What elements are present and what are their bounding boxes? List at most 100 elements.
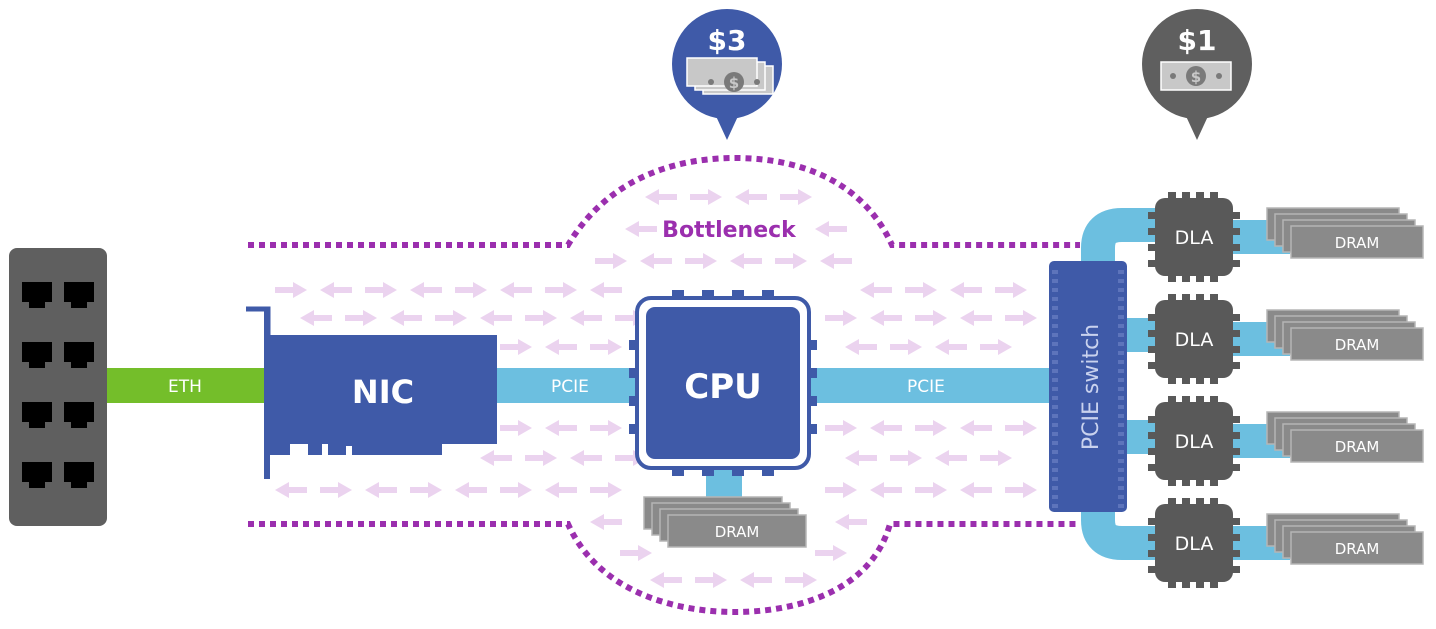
dla-pin [1148,448,1156,455]
arrow-left-icon [455,482,487,498]
cpu-pin [807,396,817,406]
arrow-right-icon [1005,482,1037,498]
arrow-left-icon [390,310,422,326]
arrow-right-icon [825,420,857,436]
switch-pin [1118,315,1124,319]
arrow-right-icon [915,482,947,498]
switch-pin [1118,351,1124,355]
pcie-switch: PCIE switch [1049,261,1127,512]
switch-pin [1118,378,1124,382]
arrow-right-icon [825,310,857,326]
switch-pin [1052,315,1058,319]
arrow-left-icon [860,282,892,298]
cpu-pin [807,368,817,378]
switch-pin [1052,423,1058,427]
switch-pin [1052,441,1058,445]
arrow-right-icon [365,282,397,298]
dla-pin [1148,228,1156,235]
switch-pin [1118,360,1124,364]
dla-pin [1196,192,1204,200]
switch-pin [1052,468,1058,472]
switch-pin [1052,414,1058,418]
cpu-pin [732,290,744,300]
cpu-chip: CPU [629,290,817,476]
dla-dram-stack: DRAM [1266,309,1424,361]
switch-pin [1118,342,1124,346]
arrow-left-icon [740,572,772,588]
arrow-right-icon [685,253,717,269]
dla-pin [1232,464,1240,471]
arrow-right-icon [980,450,1012,466]
rj45-port-icon [64,402,94,428]
arrow-left-icon [545,339,577,355]
switch-pin [1118,405,1124,409]
dla-pin [1232,260,1240,267]
rj45-port-icon [22,402,52,428]
switch-pin [1118,423,1124,427]
arrow-right-icon [435,310,467,326]
cost-badge: $3$ [672,9,782,140]
arrow-left-icon [870,420,902,436]
arrow-left-icon [870,482,902,498]
dram-label: DRAM [1335,336,1380,354]
arrow-right-icon [995,282,1027,298]
arrow-left-icon [950,282,982,298]
switch-pin [1118,396,1124,400]
dram-module [1290,531,1424,565]
switch-pin [1052,504,1058,508]
dla-pin [1148,518,1156,525]
dla-chip [1155,504,1233,582]
switch-pin [1052,360,1058,364]
eth-link: ETH [107,368,267,403]
dla-pin [1148,260,1156,267]
dla-pin [1168,580,1176,588]
rj45-port-icon [64,282,94,308]
dla-pin [1232,212,1240,219]
dla-pin [1232,518,1240,525]
switch-pin [1052,279,1058,283]
switch-pin [1052,378,1058,382]
dla-pin [1232,244,1240,251]
dla-pin [1148,362,1156,369]
dla-pin [1232,330,1240,337]
arrow-left-icon [845,450,877,466]
pcie-link-nic-cpu-label: PCIE [551,377,589,397]
dla-pin [1196,580,1204,588]
arrow-left-icon [820,253,852,269]
svg-text:$: $ [729,74,739,92]
arrow-left-icon [835,514,867,530]
switch-pin [1118,504,1124,508]
switch-pin [1118,450,1124,454]
dla-pin [1210,294,1218,302]
switch-pin [1118,270,1124,274]
arrow-left-icon [545,420,577,436]
cpu-pin [629,424,639,434]
switch-pin [1052,459,1058,463]
cpu-pin [629,368,639,378]
arrow-right-icon [915,310,947,326]
rj45-port-icon [64,462,94,488]
arrow-left-icon [320,282,352,298]
switch-pin [1052,351,1058,355]
bottleneck-boundary: Bottleneck [248,154,1080,616]
arrow-left-icon [480,450,512,466]
money-bill-icon: $ [1160,61,1232,91]
cpu-pin [807,340,817,350]
switch-pin [1118,387,1124,391]
switch-pin [1118,414,1124,418]
arrow-left-icon [815,221,847,237]
arrow-left-icon [545,482,577,498]
bottleneck-label: Bottleneck [662,218,797,243]
arrow-right-icon [410,482,442,498]
switch-pin [1052,387,1058,391]
dla-pin [1232,448,1240,455]
switch-dla-links [1081,208,1165,560]
dla-pin [1148,244,1156,251]
dla-dram-stack: DRAM [1266,513,1424,565]
arrow-left-icon [365,482,397,498]
arrow-right-icon [275,282,307,298]
dla-pin [1148,550,1156,557]
dla-pin [1182,376,1190,384]
